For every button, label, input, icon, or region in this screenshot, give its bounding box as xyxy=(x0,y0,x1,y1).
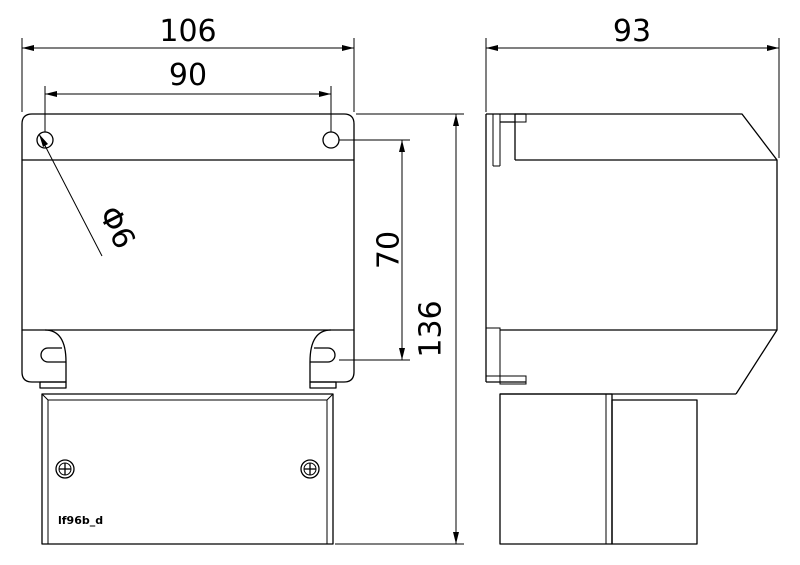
dimension-hole-spacing-vertical: 70 xyxy=(339,139,410,361)
terminal-cover xyxy=(41,393,334,545)
dimension-hole-spacing-horizontal: 90 xyxy=(44,58,332,132)
dimension-label-90: 90 xyxy=(169,58,207,93)
top-flange xyxy=(21,113,355,160)
side-cable-housing xyxy=(611,399,698,545)
side-terminal-cover xyxy=(499,393,613,545)
bottom-tab-right xyxy=(309,329,355,383)
side-terminal-block xyxy=(485,327,501,377)
ledge-right xyxy=(309,381,337,389)
ledge-left xyxy=(39,381,67,389)
top-clip xyxy=(499,113,527,123)
side-view xyxy=(485,113,778,545)
slot-right xyxy=(310,347,336,363)
dimension-label-93: 93 xyxy=(613,14,651,49)
mounting-hole-top-right xyxy=(322,131,340,149)
dimension-label-diameter: Φ6 xyxy=(91,201,142,255)
housing-body xyxy=(21,159,355,331)
dimension-total-width: 106 xyxy=(21,14,355,112)
screw-icon xyxy=(300,459,320,479)
dimension-label-136: 136 xyxy=(414,300,449,357)
dimension-side-depth: 93 xyxy=(485,14,780,158)
slot-left xyxy=(40,347,66,363)
dimension-label-70: 70 xyxy=(372,231,407,269)
side-housing xyxy=(500,113,778,395)
front-view: lf96b_d xyxy=(21,113,355,545)
dimension-total-height: 136 xyxy=(335,113,464,545)
bottom-clip xyxy=(499,375,527,385)
dimension-hole-diameter: Φ6 xyxy=(38,133,142,257)
screw-icon xyxy=(55,459,75,479)
dimension-label-106: 106 xyxy=(159,14,216,49)
drawing-code: lf96b_d xyxy=(58,514,103,527)
bottom-tab-left xyxy=(21,329,67,383)
